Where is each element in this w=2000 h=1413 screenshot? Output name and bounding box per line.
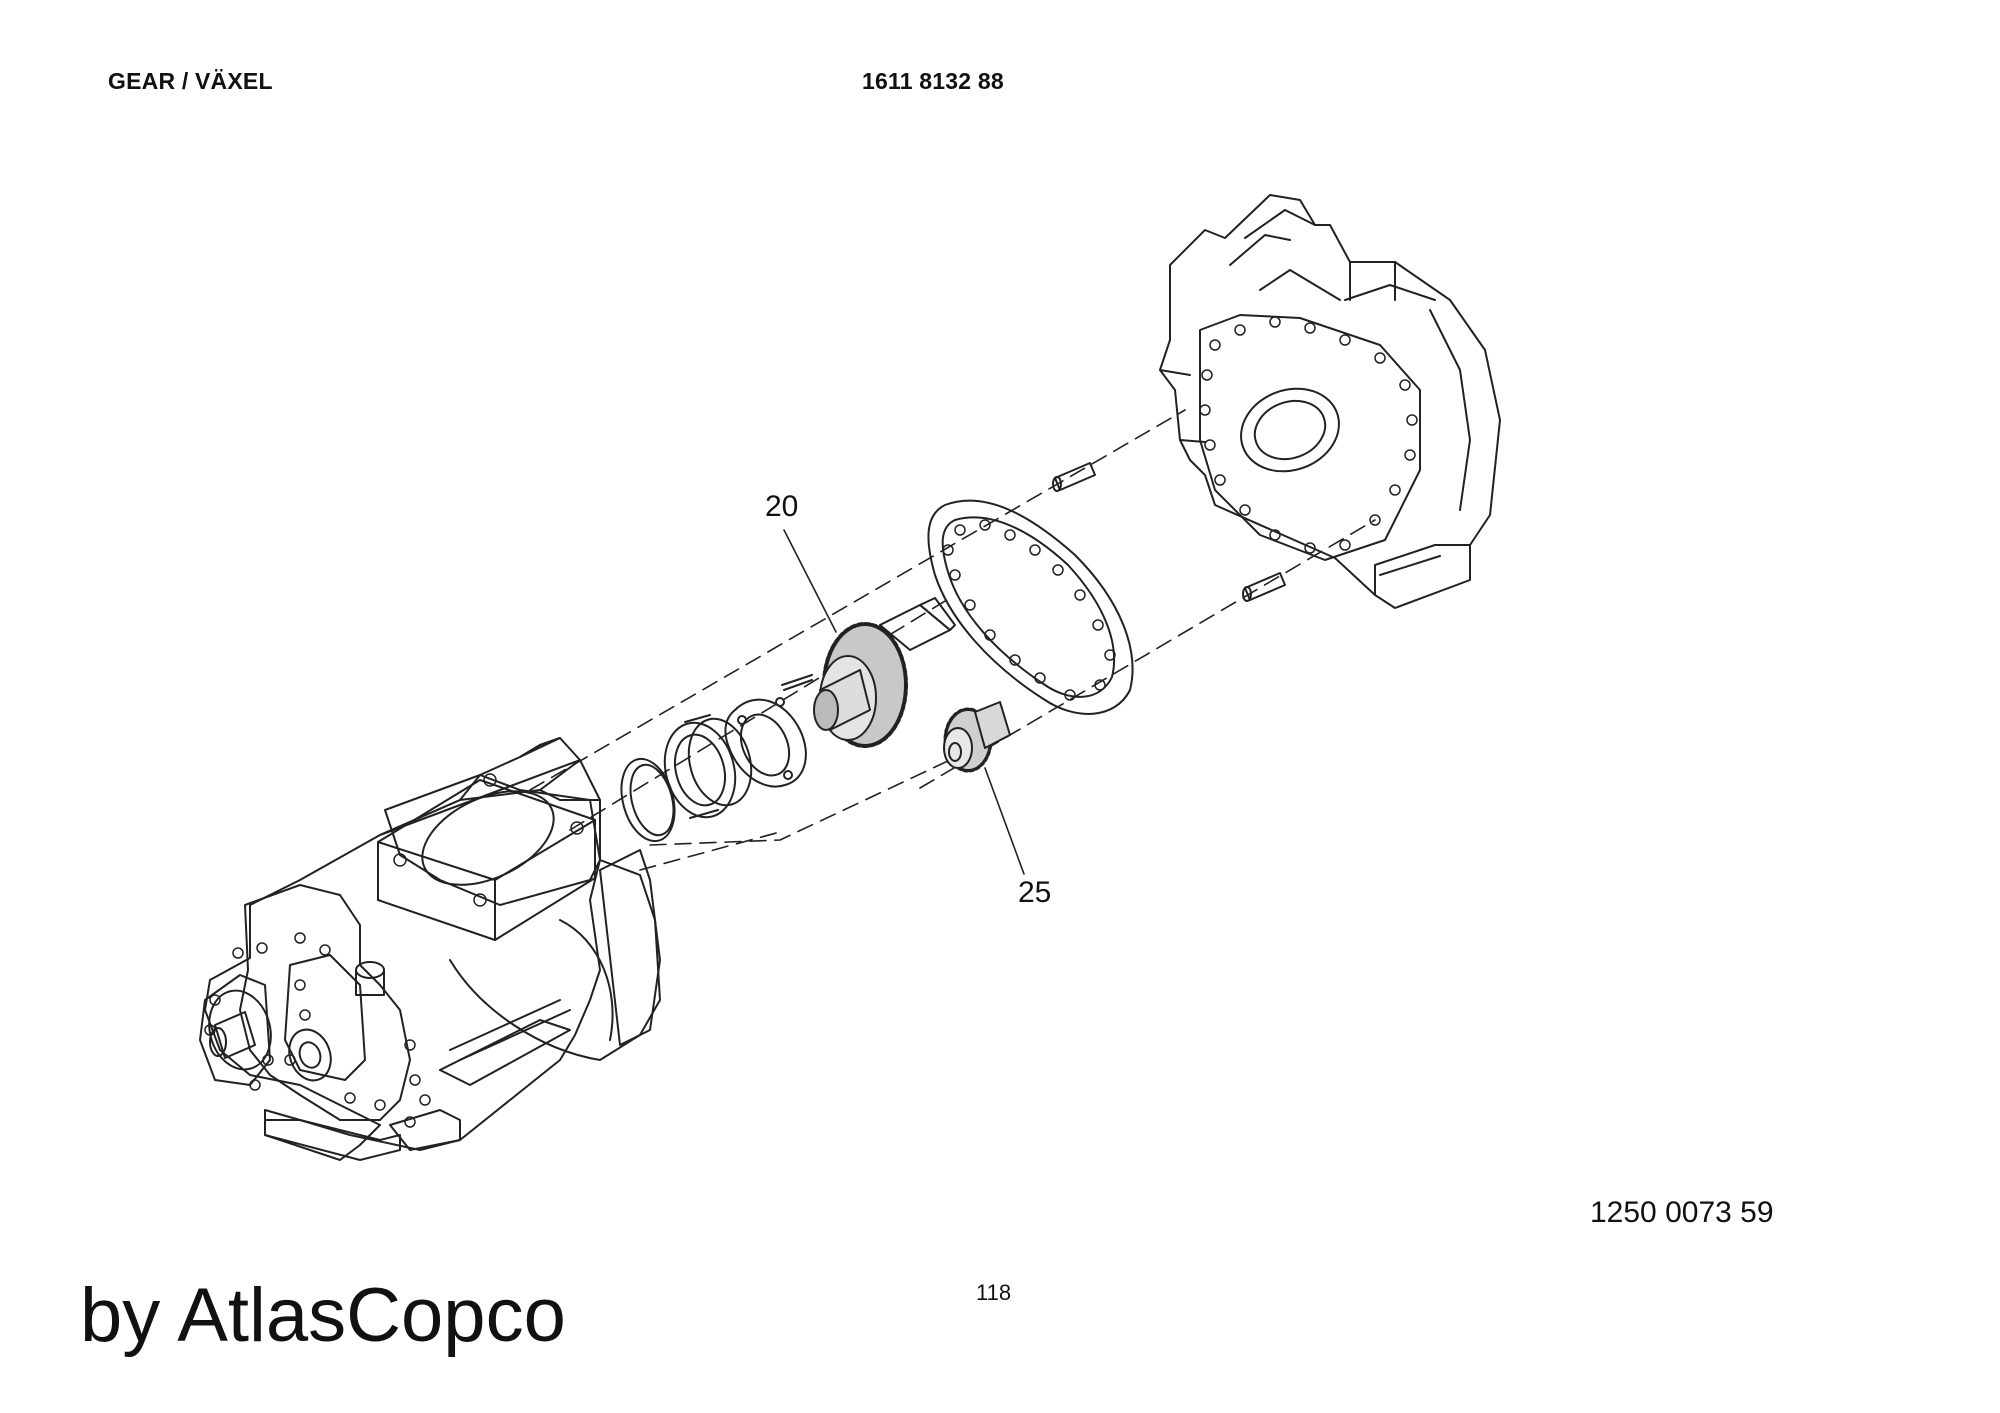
gear-housing bbox=[1159, 194, 1501, 609]
bearing bbox=[663, 714, 753, 819]
drawing-number: 1250 0073 59 bbox=[1590, 1196, 1774, 1229]
circlip bbox=[620, 757, 676, 843]
leader-lines bbox=[783, 529, 1025, 875]
gasket bbox=[927, 499, 1134, 715]
gear-20 bbox=[781, 597, 956, 748]
part-number: 1611 8132 88 bbox=[862, 68, 1004, 94]
compressor-element bbox=[199, 737, 661, 1161]
pinion-25 bbox=[943, 701, 1011, 773]
bearing-cover bbox=[724, 697, 807, 788]
callout-25: 25 bbox=[1018, 876, 1052, 909]
housing-bolt-holes bbox=[1199, 316, 1418, 554]
page-number: 118 bbox=[976, 1280, 1012, 1305]
page-title: GEAR / VÄXEL bbox=[108, 68, 273, 94]
callout-20: 20 bbox=[765, 490, 799, 523]
assembly-lines bbox=[529, 409, 1376, 871]
brand-watermark: by AtlasCopco bbox=[80, 1273, 566, 1358]
dowel-pins bbox=[1052, 462, 1286, 602]
